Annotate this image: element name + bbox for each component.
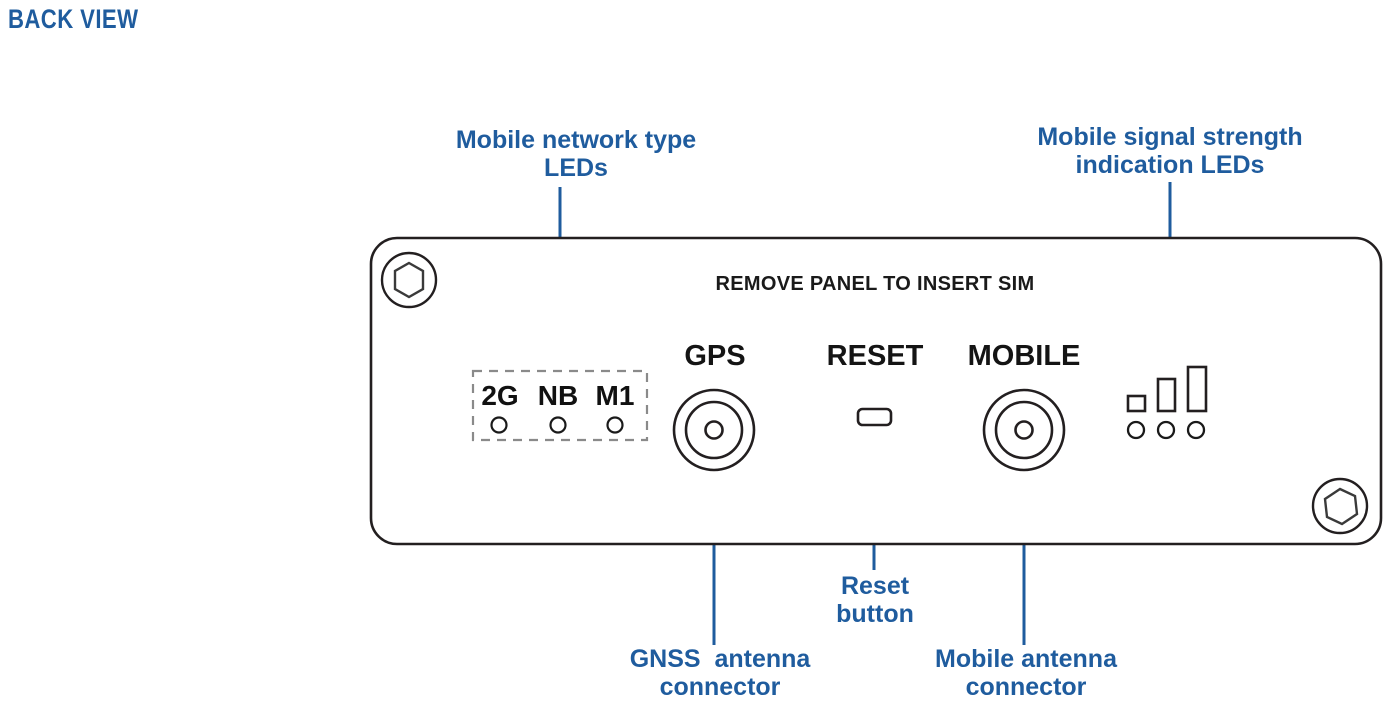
signal-bar-2 xyxy=(1156,377,1177,413)
callout-reset-button: Reset button xyxy=(836,572,914,628)
signal-led-3 xyxy=(1186,420,1206,440)
gnss-antenna-connector[interactable] xyxy=(672,388,756,472)
silkscreen-remove-panel-text: REMOVE PANEL TO INSERT SIM xyxy=(715,273,1035,295)
port-label-mobile: MOBILE xyxy=(967,340,1081,372)
signal-bar-3 xyxy=(1186,365,1208,413)
callout-mobile-signal-strength-leds: Mobile signal strength indication LEDs xyxy=(1037,123,1303,179)
signal-bar-1 xyxy=(1126,394,1147,413)
port-label-reset: RESET xyxy=(826,340,924,372)
led-2g xyxy=(490,416,508,434)
screw-bottom-right xyxy=(1311,477,1369,535)
led-nb xyxy=(549,416,567,434)
led-tag-m1: M1 xyxy=(595,380,635,411)
signal-led-2 xyxy=(1156,420,1176,440)
network-led-group-box xyxy=(471,369,649,442)
device-panel-outline xyxy=(369,236,1383,546)
signal-strength-bars xyxy=(1126,365,1208,413)
callout-mobile-antenna-connector: Mobile antenna connector xyxy=(935,645,1117,701)
callout-gnss-antenna-connector: GNSS antenna connector xyxy=(629,645,811,701)
callout-mobile-network-type-leds: Mobile network type LEDs xyxy=(455,126,697,182)
led-tag-nb: NB xyxy=(537,380,579,411)
reset-button[interactable] xyxy=(856,407,893,427)
signal-strength-leds xyxy=(1126,420,1206,440)
mobile-antenna-connector[interactable] xyxy=(982,388,1066,472)
page-title: BACK VIEW xyxy=(8,4,139,34)
led-m1 xyxy=(606,416,624,434)
port-label-gps: GPS xyxy=(684,340,746,372)
screw-top-left xyxy=(380,251,438,309)
network-led-indicators xyxy=(490,416,624,434)
signal-led-1 xyxy=(1126,420,1146,440)
led-tag-2g: 2G xyxy=(481,380,519,411)
